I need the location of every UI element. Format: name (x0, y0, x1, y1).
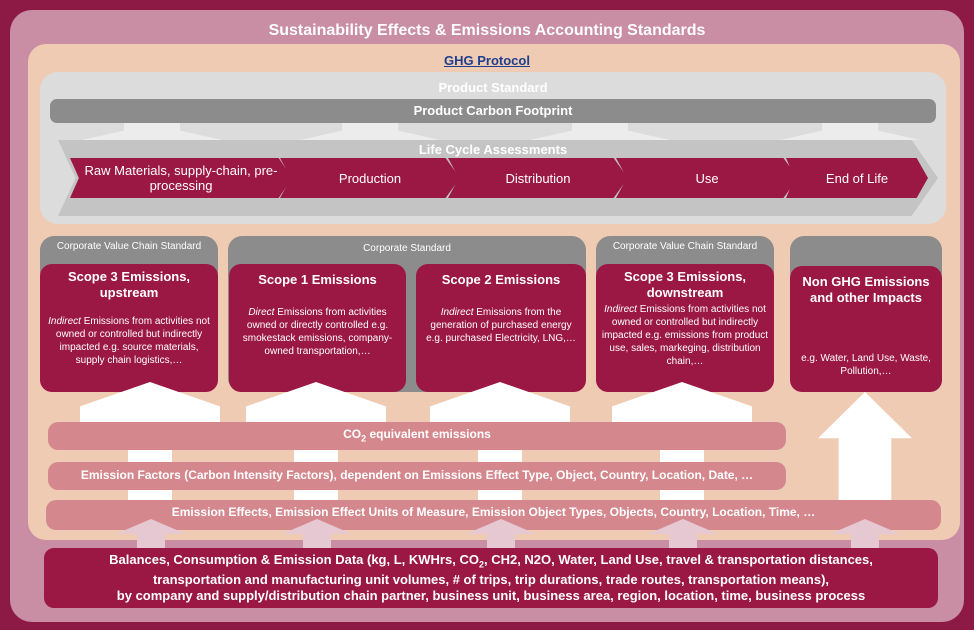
scope2-title: Scope 2 Emissions (441, 272, 561, 287)
source-data-line-2: transportation and manufacturing unit vo… (152, 572, 830, 588)
product-carbon-footprint-bar: Product Carbon Footprint (50, 99, 936, 123)
source-data-line-3: by company and supply/distribution chain… (116, 588, 866, 604)
emission-factors-bar: Emission Factors (Carbon Intensity Facto… (48, 462, 786, 490)
source-data-line-1: Balances, Consumption & Emission Data (k… (109, 551, 873, 570)
arrow-shaft (294, 448, 338, 464)
product-standard-label: Product Standard (438, 80, 548, 95)
non-ghg-description: e.g. Water, Land Use, Waste, Pollution,… (801, 353, 931, 377)
lca-stage-use: Use (616, 158, 798, 198)
co2-equivalent-bar: CO2 equivalent emissions (48, 422, 786, 450)
corporate-value-chain-label: Corporate Value Chain Standard (612, 241, 758, 252)
scope2-description: Indirect Emissions from the generation o… (426, 307, 576, 344)
arrow-shaft (478, 448, 522, 464)
life-cycle-assessment-label: Life Cycle Assessments (418, 142, 568, 157)
non-ghg-card: Non GHG Emissions and other Impacts e.g.… (790, 266, 942, 392)
scope3-upstream-title: Scope 3 Emissions, upstream (67, 269, 191, 300)
non-ghg-title: Non GHG Emissions and other Impacts (802, 274, 930, 305)
scope1-card: Scope 1 Emissions Direct Emissions from … (229, 264, 406, 392)
scope3-downstream-card: Scope 3 Emissions, downstream Indirect E… (596, 264, 774, 392)
scope1-description: Direct Emissions from activities owned o… (242, 307, 393, 357)
scope3-downstream-title: Scope 3 Emissions, downstream (623, 269, 747, 300)
lca-stage-distribution: Distribution (448, 158, 628, 198)
scope3-upstream-description: Indirect Emissions from activities not o… (48, 316, 210, 366)
lca-stage-raw-materials: Raw Materials, supply-chain, pre-process… (70, 158, 292, 198)
corporate-value-chain-label: Corporate Value Chain Standard (56, 241, 202, 252)
ghg-protocol-link[interactable]: GHG Protocol (444, 53, 530, 68)
scope3-downstream-description: Indirect Emissions from activities not o… (601, 304, 769, 367)
arrow-shaft (128, 448, 172, 464)
arrow-shaft (660, 448, 704, 464)
scope2-card: Scope 2 Emissions Indirect Emissions fro… (416, 264, 586, 392)
lca-stage-end-of-life: End of Life (786, 158, 928, 198)
corporate-standard-label: Corporate Standard (363, 243, 451, 254)
scope3-upstream-card: Scope 3 Emissions, upstream Indirect Emi… (40, 264, 218, 392)
page-title: Sustainability Effects & Emissions Accou… (268, 22, 706, 39)
scope1-title: Scope 1 Emissions (258, 272, 377, 287)
lca-stage-production: Production (280, 158, 460, 198)
source-data-box: Balances, Consumption & Emission Data (k… (44, 548, 938, 608)
